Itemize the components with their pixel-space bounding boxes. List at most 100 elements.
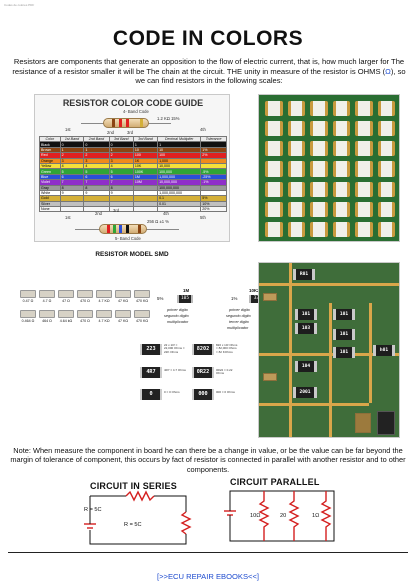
smd-part <box>265 121 283 137</box>
smd-part <box>310 221 328 237</box>
smd-chip-body <box>134 310 150 318</box>
pcb-trace <box>369 303 372 403</box>
smd-part <box>287 201 305 217</box>
smd-part <box>265 101 283 117</box>
series-title: CIRCUIT IN SERIES <box>90 481 177 491</box>
smd-part <box>287 221 305 237</box>
board-chip-2001: 2001 <box>293 387 317 398</box>
parallel-circuit-diagram <box>224 490 335 542</box>
smd-chip-body <box>115 290 131 298</box>
parallel-r1: 10Ω <box>250 513 261 519</box>
four-band-resistor <box>103 118 149 128</box>
example-chip-223: 223 <box>140 344 162 355</box>
smd-part <box>332 201 350 217</box>
pcb-trace <box>259 403 369 406</box>
smd-part <box>377 201 395 217</box>
smd-part <box>355 161 373 177</box>
smd-value-item: 470 Ω <box>77 290 93 303</box>
page-title: CODE IN COLORS <box>112 27 304 50</box>
smd-value-label: 470 Ω <box>80 299 90 303</box>
table-cell-mult <box>157 206 202 213</box>
smd-chip-body <box>39 290 55 298</box>
board-capacitor <box>377 411 395 435</box>
smd-part <box>377 181 395 197</box>
smd-section-label: RESISTOR MODEL SMD <box>95 251 169 258</box>
table-cell-c3 <box>108 206 134 213</box>
smd-value-item: 470 KΩ <box>134 290 150 303</box>
example-note-8202: 820 x 10² Ohms = 82,000 Ohms = 82 KOhms <box>216 343 238 354</box>
intro-text-before: Resistors are components that generate a… <box>12 57 405 76</box>
smd-value-item: 4.7 KΩ <box>96 290 112 303</box>
footer-divider <box>8 552 408 553</box>
example-note-000: 000 = 0 Ohms <box>216 390 235 394</box>
smd-part <box>310 161 328 177</box>
table-cell-c2 <box>83 206 110 213</box>
smd-value-label: 47 KΩ <box>117 319 129 323</box>
smd-chip-body <box>20 310 36 318</box>
smd-value-item: 47 Ω <box>58 290 74 303</box>
smd-part <box>265 201 283 217</box>
smd-part <box>332 221 350 237</box>
smd-part <box>355 221 373 237</box>
circuit-board-photo: R01 101 103 101 h01 104 101 101 2001 <box>258 262 400 438</box>
board-chip-103: 103 <box>295 323 317 334</box>
smd-part <box>377 141 395 157</box>
smd-part <box>265 221 283 237</box>
smd-part <box>287 101 305 117</box>
smd-part <box>287 181 305 197</box>
series-r-center: R = 5C <box>124 522 142 528</box>
smd-part <box>377 121 395 137</box>
example-note-4r7: 4R7 = 4.7 Ohms <box>164 368 186 372</box>
smd-part <box>287 161 305 177</box>
smd-value-item: 4.64 kΩ <box>58 310 74 323</box>
board-capacitor <box>263 293 277 301</box>
smd-chip-body <box>77 290 93 298</box>
smd-part <box>332 121 350 137</box>
smd-chip-body <box>77 310 93 318</box>
label-4th: 4th <box>200 127 206 132</box>
measurement-note: Note: When measure the component in boar… <box>10 446 406 474</box>
intro-paragraph: Resistors are components that generate a… <box>10 57 408 86</box>
smd-part <box>355 201 373 217</box>
smd-resistors-photo <box>258 94 400 242</box>
board-chip-101b: 101 <box>333 309 355 320</box>
smd-value-label: 4.7 KΩ <box>98 319 110 323</box>
ann1-second: segundo digito <box>164 314 189 318</box>
smd-value-item: 470 KΩ <box>134 310 150 323</box>
parallel-r3: 1Ω <box>312 513 320 519</box>
smd-value-label: 4.7 KΩ <box>98 299 110 303</box>
smd-part <box>355 101 373 117</box>
smd-part <box>377 101 395 117</box>
smd-value-label: 47 Ω <box>62 299 70 303</box>
table-cell-c1 <box>59 206 85 213</box>
smd-value-label: 4.64 kΩ <box>59 319 73 323</box>
label-1st: 1st <box>65 127 71 132</box>
zoom-chip-105: 105 <box>177 295 193 303</box>
smd-value-item: 470 Ω <box>77 310 93 323</box>
smd-part <box>310 181 328 197</box>
smd-part <box>265 181 283 197</box>
smd-part <box>332 141 350 157</box>
board-chip-h01: h01 <box>373 345 395 356</box>
footer-link[interactable]: [>>ECU REPAIR EBOOKS<<] <box>157 572 259 581</box>
table-cell-color: None <box>39 206 61 213</box>
example-note-0: 0 = 0 Ohms <box>164 390 180 394</box>
example-chip-8202: 8202 <box>192 344 214 355</box>
five-band-label: 5- Band Code <box>115 236 141 241</box>
smd-chip-body <box>115 310 131 318</box>
smd-chip-body <box>134 290 150 298</box>
tolerance-5: 5% <box>157 296 164 301</box>
example-chip-0: 0 <box>140 389 162 400</box>
smd-part <box>355 121 373 137</box>
smd-part <box>310 201 328 217</box>
smd-part <box>332 181 350 197</box>
ann1-first: primer digito <box>167 308 188 312</box>
smd-code-explanation: 5% 1% 1M 10K200 105 3338 primer digito s… <box>147 288 269 338</box>
board-capacitor <box>263 373 277 381</box>
label-2nd-b: 2nd <box>95 211 102 216</box>
example-note-0r22: 0R22 = 0.22 Ohms <box>216 368 233 376</box>
table-header-row: Color 1st Band 2nd Band 3rd Band 3rd Ban… <box>39 135 227 143</box>
smd-value-label: 470 KΩ <box>135 319 149 323</box>
